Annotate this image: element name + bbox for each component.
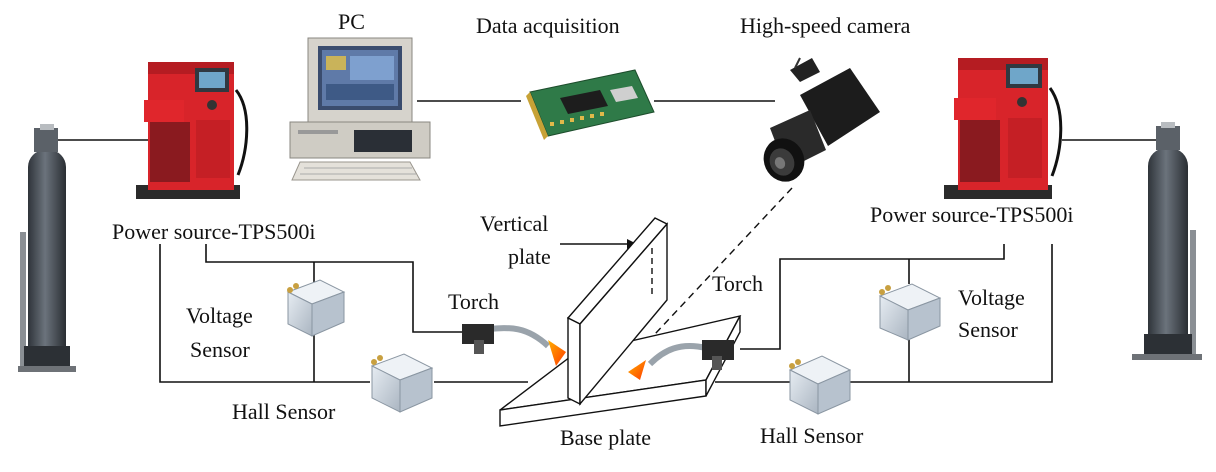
power-source-left-label: Power source-TPS500i — [112, 219, 316, 244]
wiring — [40, 100, 1162, 383]
torch-left-label: Torch — [448, 289, 499, 314]
data-acquisition-label: Data acquisition — [476, 13, 620, 38]
voltage-sensor-left-label-line2: Sensor — [190, 337, 250, 362]
power-source-right-label: Power source-TPS500i — [870, 202, 1074, 227]
torch-left — [462, 324, 566, 366]
right-ground-cable-a — [848, 244, 1053, 383]
high-speed-camera — [763, 57, 880, 182]
welder-left — [136, 62, 249, 199]
camera-sightline — [639, 187, 793, 351]
left-ground-cable-a — [159, 244, 370, 383]
voltage-sensor-right-label-line1: Voltage — [958, 285, 1025, 310]
gas-cylinder-left — [18, 124, 76, 372]
pc-label: PC — [338, 9, 365, 34]
hall-sensor-right — [788, 355, 852, 415]
high-speed-camera-label: High-speed camera — [740, 13, 911, 38]
right-torch-cable — [740, 244, 1005, 350]
gas-cylinder-right — [1132, 122, 1202, 360]
hall-sensor-right-label: Hall Sensor — [760, 423, 864, 448]
torch-right — [628, 340, 734, 380]
base-plate-label: Base plate — [560, 425, 652, 450]
vertical-plate-label-line2: plate — [508, 244, 551, 269]
data-acquisition-card — [526, 69, 655, 140]
flame-right — [628, 360, 646, 380]
voltage-sensor-right-label-line2: Sensor — [958, 317, 1018, 342]
vertical-plate-label-line1: Vertical — [480, 211, 549, 236]
voltage-sensor-right — [878, 283, 942, 341]
flame-left — [548, 340, 566, 366]
vertical-plate — [566, 217, 669, 406]
hall-sensor-left-label: Hall Sensor — [232, 399, 336, 424]
welder-right — [944, 58, 1063, 199]
voltage-sensor-left-label-line1: Voltage — [186, 303, 253, 328]
voltage-sensor-left — [286, 279, 346, 337]
torch-right-label: Torch — [712, 271, 763, 296]
left-torch-cable — [205, 244, 465, 333]
pc-computer — [289, 37, 431, 181]
hall-sensor-left — [370, 353, 434, 413]
